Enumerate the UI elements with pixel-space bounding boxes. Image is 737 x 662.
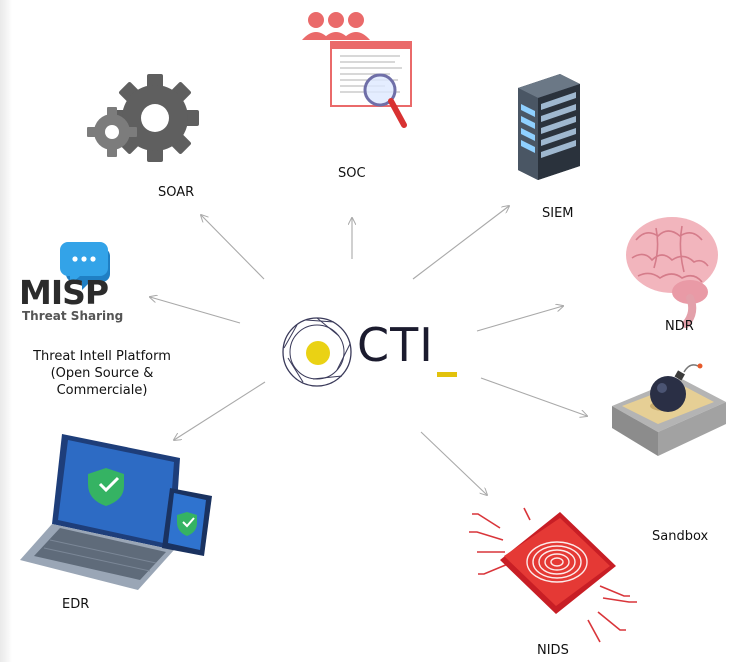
label-siem: SIEM xyxy=(542,206,574,221)
arrow-to-soar xyxy=(201,215,265,280)
label-soc: SOC xyxy=(338,166,366,181)
tip-line-3: Commerciale) xyxy=(56,383,148,398)
brain-icon xyxy=(626,217,718,328)
cti-brand-text: CTI xyxy=(357,318,434,372)
cti-underscore-accent xyxy=(437,372,457,377)
fingerprint-chip-icon xyxy=(469,507,637,643)
soc-analyst-icon xyxy=(302,12,412,128)
tip-line-1: Threat Intell Platform xyxy=(33,349,171,364)
gear-icon xyxy=(87,74,199,162)
aperture-logo-icon xyxy=(282,317,352,387)
laptop-shield-icon xyxy=(20,434,212,590)
connector-arrows xyxy=(150,206,587,495)
label-threat-intel-platform: Threat Intell Platform (Open Source & Co… xyxy=(12,348,192,399)
arrow-to-edr xyxy=(174,381,266,440)
server-rack-icon xyxy=(518,74,580,180)
chat-bubble-icon xyxy=(60,242,110,290)
label-ndr: NDR xyxy=(665,319,694,334)
arrow-to-sandbox xyxy=(480,377,587,416)
arrow-to-nids xyxy=(420,431,487,495)
label-soar: SOAR xyxy=(158,185,195,200)
label-edr: EDR xyxy=(62,597,90,612)
arrow-to-ndr xyxy=(476,306,563,332)
misp-tagline: Threat Sharing xyxy=(22,309,124,323)
arrow-to-siem xyxy=(412,206,509,280)
arrow-to-tip xyxy=(150,297,241,324)
tip-line-2: (Open Source & xyxy=(50,366,154,381)
bomb-sandbox-icon xyxy=(612,363,726,456)
label-nids: NIDS xyxy=(537,643,569,658)
left-edge-strip xyxy=(0,0,12,662)
label-sandbox: Sandbox xyxy=(652,529,709,544)
misp-logo-text: MISP xyxy=(19,273,109,312)
